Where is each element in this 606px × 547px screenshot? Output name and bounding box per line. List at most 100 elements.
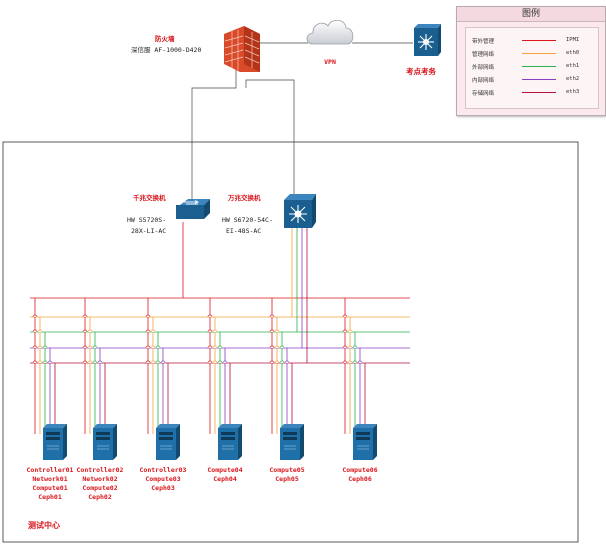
crossing-hop [92, 345, 98, 349]
firewall-10g-switch-link [245, 79, 295, 195]
crossing-hop [207, 360, 213, 364]
server-label: Ceph02 [88, 493, 112, 501]
server-icon [353, 424, 377, 460]
crossing-hop [32, 360, 38, 364]
crossing-hop [347, 329, 353, 333]
crossing-hop [37, 345, 43, 349]
crossing-hop [269, 329, 275, 333]
10g-switch-icon [284, 194, 316, 228]
crossing-hop [87, 329, 93, 333]
legend-title: 图例 [457, 7, 605, 22]
server-label: Network02 [82, 475, 118, 483]
crossing-hop [217, 345, 223, 349]
server-label: Controller03 [139, 466, 187, 474]
server-label: Compute04 [207, 466, 243, 474]
crossing-hop [269, 345, 275, 349]
crossing-hop [274, 345, 280, 349]
crossing-hop [82, 360, 88, 364]
crossing-hop [87, 345, 93, 349]
server-label: Compute06 [342, 466, 378, 474]
cloud-icon [306, 19, 354, 45]
server-label: Controller01 [26, 466, 74, 474]
crossing-hop [352, 345, 358, 349]
crossing-hop [92, 360, 98, 364]
crossing-hop [274, 329, 280, 333]
hub-icon [414, 24, 441, 56]
crossing-hop [269, 314, 275, 318]
crossing-hop [274, 360, 280, 364]
crossing-hop [212, 345, 218, 349]
legend-line-swatch [522, 40, 556, 41]
crossing-hop [212, 329, 218, 333]
server-icon [93, 424, 117, 460]
10g-switch-title: 万兆交换机 [228, 194, 261, 202]
crossing-hop [352, 360, 358, 364]
legend-network-name: 管理网络 [472, 52, 495, 58]
crossing-hop [32, 314, 38, 318]
crossing-hop [82, 345, 88, 349]
crossing-hop [47, 360, 53, 364]
crossing-hop [207, 345, 213, 349]
legend-interface: IPMI [566, 37, 580, 43]
site-label: 考点考务 [406, 67, 436, 76]
legend-interface: eth0 [566, 50, 580, 56]
server-label: Network01 [32, 475, 68, 483]
crossing-hop [37, 329, 43, 333]
server-icon [156, 424, 180, 460]
server-label: Compute03 [145, 475, 181, 483]
server-label: Compute05 [269, 466, 305, 474]
gig-switch-model-line2: 28X-LI-AC [131, 227, 167, 235]
server-icon [218, 424, 242, 460]
crossing-hop [150, 345, 156, 349]
crossing-hop [97, 360, 103, 364]
crossing-hop [347, 360, 353, 364]
legend-network-name: 内部网络 [472, 78, 495, 84]
gig-switch-model-line1: HW S5720S- [127, 216, 167, 224]
legend-line-swatch [522, 92, 556, 93]
crossing-hop [347, 345, 353, 349]
crossing-hop [217, 360, 223, 364]
crossing-hop [342, 329, 348, 333]
crossing-hop [82, 329, 88, 333]
server-icon [280, 424, 304, 460]
server-label: Compute01 [32, 484, 68, 492]
datacenter-boundary [2, 141, 579, 543]
legend-interface: eth3 [566, 89, 580, 95]
crossing-hop [207, 329, 213, 333]
crossing-hop [145, 314, 151, 318]
legend-row: 存储网络 eth3 [466, 88, 598, 98]
gig-switch-icon [176, 199, 210, 219]
crossing-hop [42, 360, 48, 364]
server-label: Compute02 [82, 484, 118, 492]
server-label: Controller02 [76, 466, 124, 474]
crossing-hop [279, 360, 285, 364]
server-label: Ceph06 [348, 475, 372, 483]
firewall-model: 深信服 AF-1000-D420 [131, 46, 202, 54]
crossing-hop [82, 314, 88, 318]
firewall-gig-switch-link [191, 70, 237, 200]
drop-lines [32, 298, 366, 434]
crossing-hop [145, 360, 151, 364]
crossing-hop [150, 329, 156, 333]
legend-line-swatch [522, 79, 556, 80]
legend-network-name: 存储网络 [472, 91, 495, 97]
10g-switch-model-line1: HW S6720-54C- [222, 216, 273, 224]
crossing-hop [160, 360, 166, 364]
legend-network-name: 外部网络 [472, 65, 495, 71]
crossing-hop [32, 329, 38, 333]
firewall-title: 防火墙 [155, 35, 175, 43]
crossing-hop [279, 345, 285, 349]
crossing-hop [357, 360, 363, 364]
10g-uplinks [291, 228, 308, 363]
server-label: Ceph03 [151, 484, 175, 492]
crossing-hop [155, 360, 161, 364]
vpn-label: VPN [324, 58, 336, 66]
crossing-hop [42, 345, 48, 349]
crossing-hop [145, 345, 151, 349]
server-label: Ceph01 [38, 493, 62, 501]
